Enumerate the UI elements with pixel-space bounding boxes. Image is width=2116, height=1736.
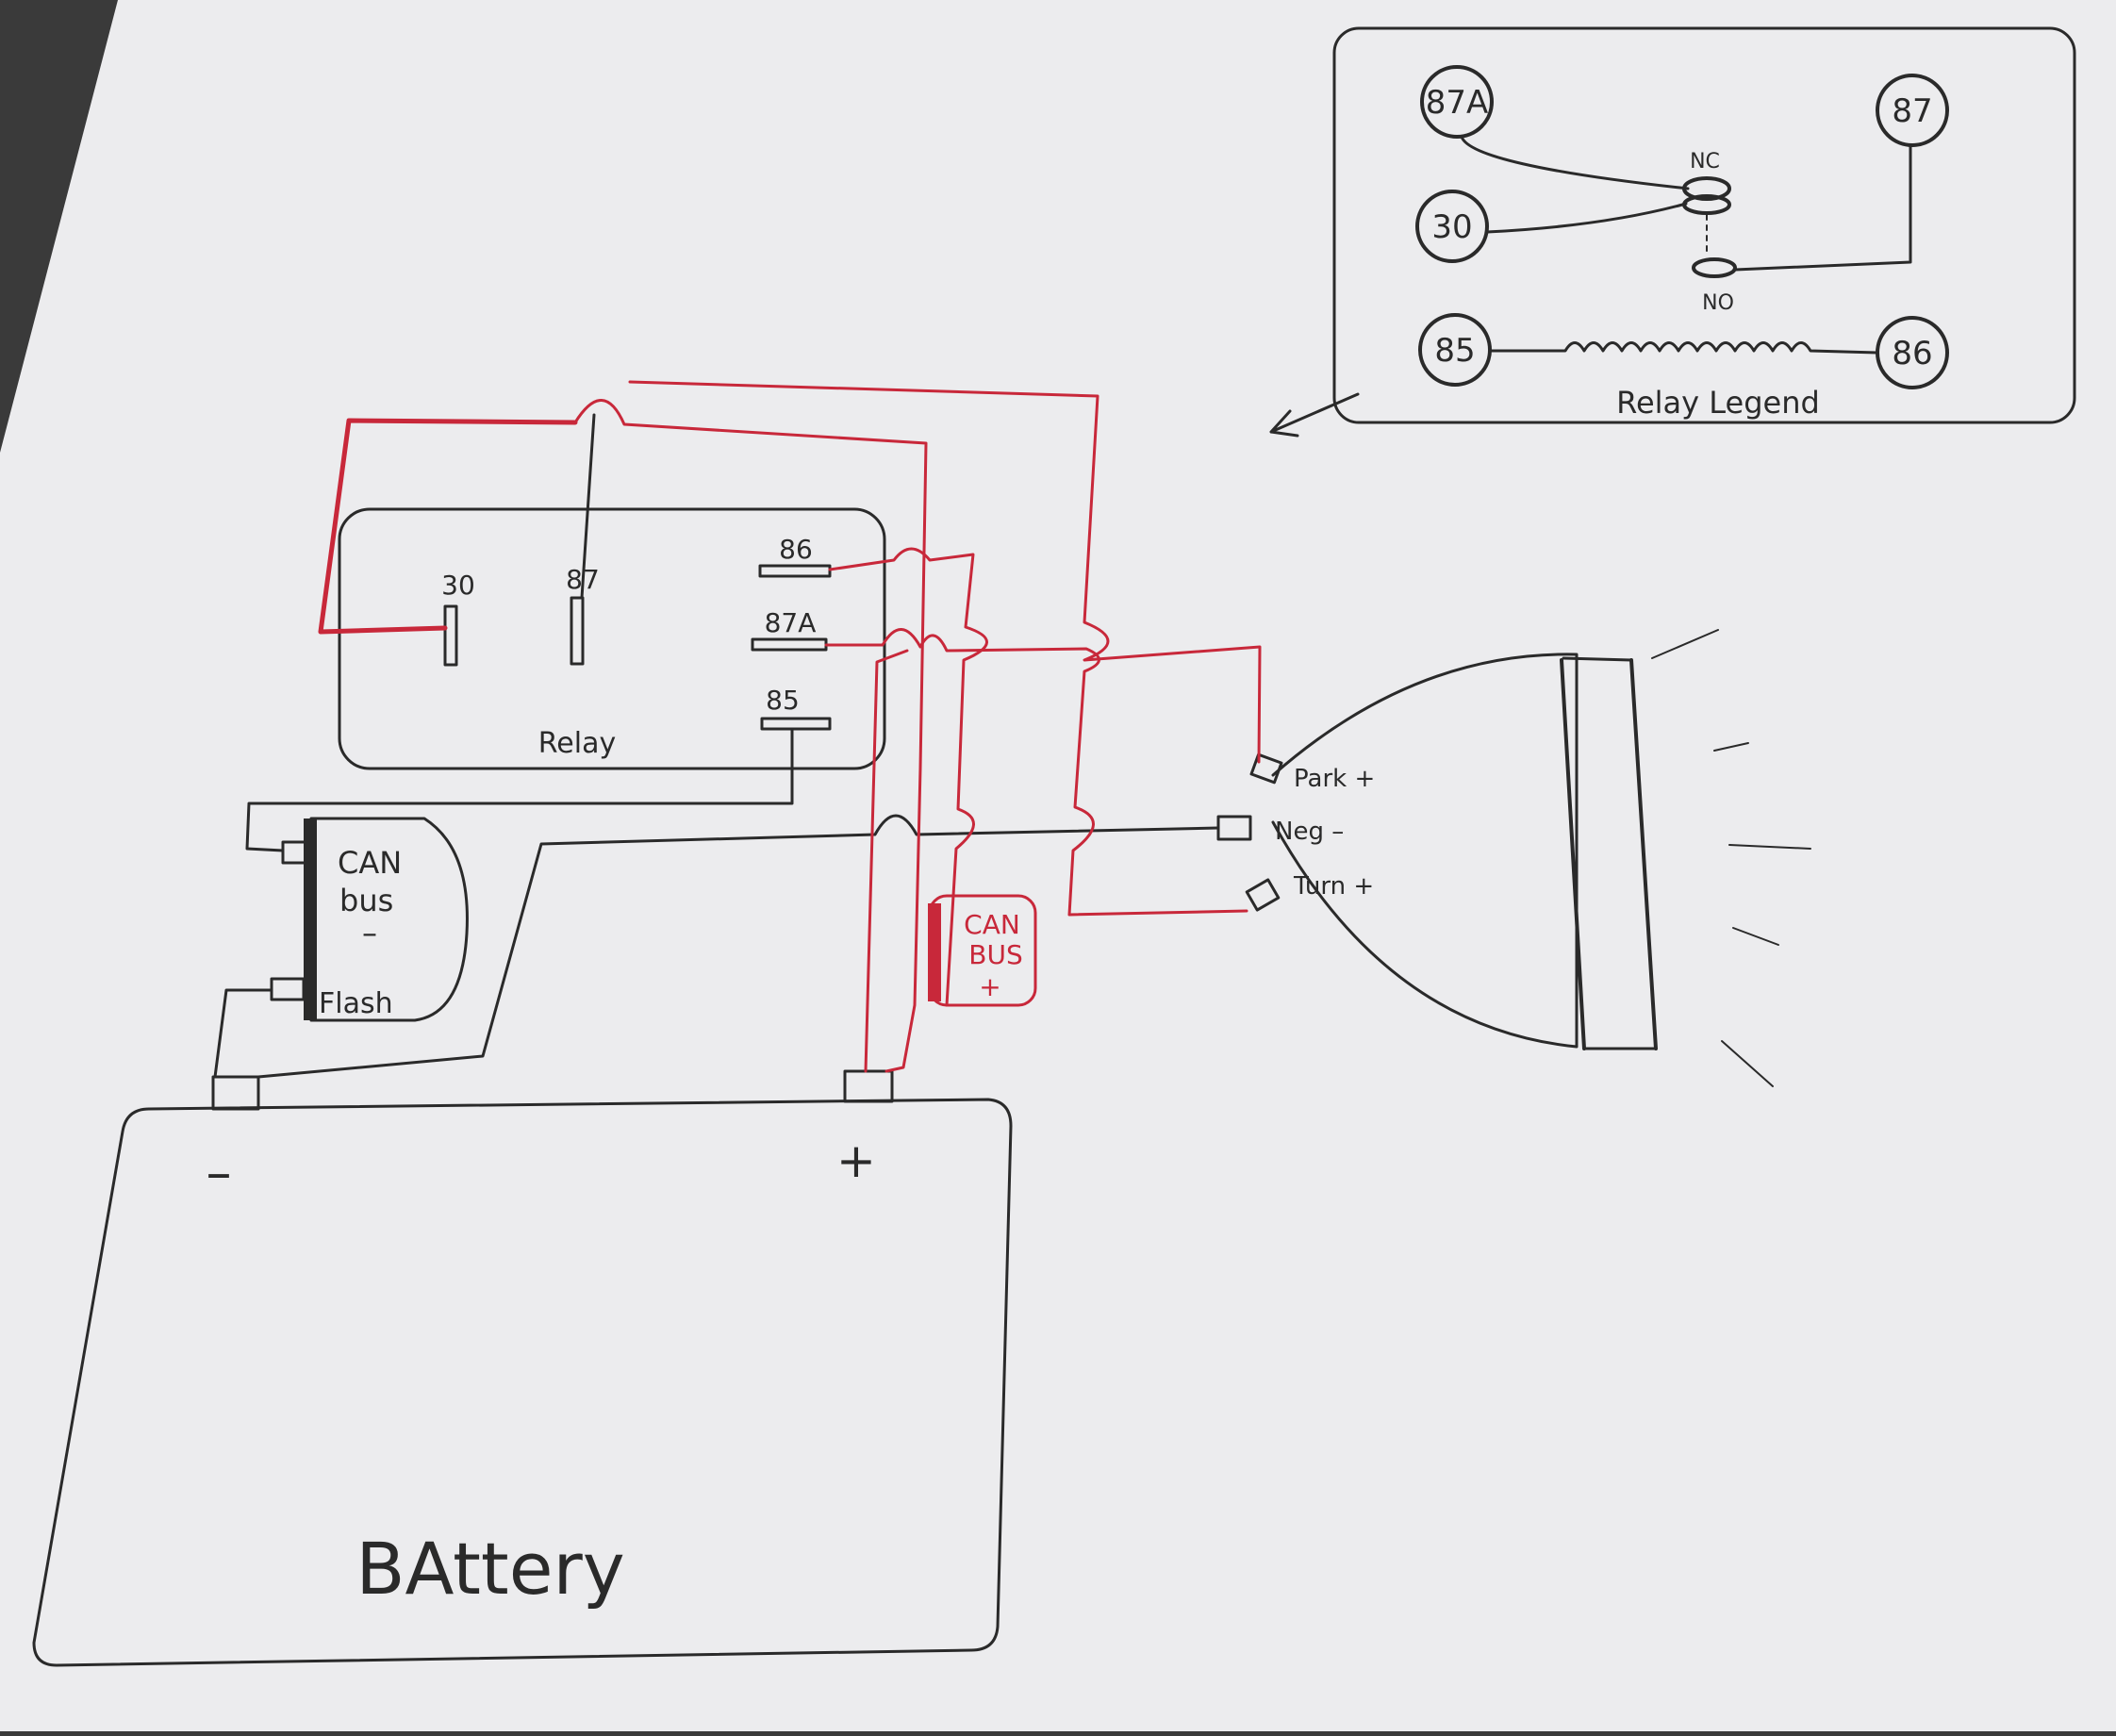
red-wires <box>318 380 1262 1073</box>
legend-arrow <box>1269 392 1360 438</box>
can-bus-positive-line2: BUS <box>968 939 1022 970</box>
legend-terminal-85: 85 <box>1434 332 1475 370</box>
relay-label: Relay <box>538 727 616 760</box>
legend-no-contact <box>1692 257 1737 278</box>
relay: Relay 30 87 86 87A 85 <box>338 507 886 770</box>
park-label: Park + <box>1294 765 1375 793</box>
wire-ground-headlight <box>256 814 1220 1079</box>
legend-wire-30-common <box>1485 202 1688 234</box>
legend-box <box>1332 26 2076 424</box>
can-bus-positive-line3: + <box>979 971 1000 1002</box>
relay-pin-87 <box>570 596 585 666</box>
battery-pos-label: + <box>836 1133 876 1188</box>
legend-nc-label: NC <box>1690 150 1720 174</box>
legend-terminal-30-circle <box>1415 190 1489 263</box>
can-bus-negative-line3: – <box>362 915 377 951</box>
turn-terminal <box>1245 878 1281 912</box>
relay-body <box>338 507 886 770</box>
can-bus-negative-body <box>309 817 469 1022</box>
headlight-rim-outer <box>1629 658 1658 1050</box>
battery: – + BAttery <box>32 1069 1013 1667</box>
battery-body <box>32 1098 1013 1667</box>
red-wire-30-loop <box>318 418 578 635</box>
relay-pin-85-label: 85 <box>766 685 800 716</box>
black-wires <box>213 413 1220 1079</box>
relay-pin-86 <box>758 564 832 578</box>
relay-pin-30 <box>443 604 458 667</box>
red-wire-battery-positive <box>864 649 909 1073</box>
legend-terminal-87a: 87A <box>1426 84 1489 122</box>
neg-label: Neg – <box>1275 818 1344 846</box>
relay-pin-30-label: 30 <box>441 570 475 601</box>
headlight-lens-top <box>1562 656 1633 662</box>
legend-coil <box>1488 341 1879 355</box>
light-ray-1 <box>1651 629 1719 659</box>
can-bus-positive-line1: CAN <box>964 909 1020 940</box>
relay-pin-86-label: 86 <box>779 534 813 565</box>
headlight-bowl <box>1271 653 1579 1049</box>
legend-no-label: NO <box>1702 291 1734 315</box>
light-ray-5 <box>1721 1040 1774 1087</box>
can-bus-negative-bar <box>304 818 317 1020</box>
can-bus-positive: CAN BUS + <box>928 894 1037 1007</box>
battery-neg-label: – <box>207 1143 232 1202</box>
battery-label: BAttery <box>355 1527 624 1611</box>
legend-terminal-87-circle <box>1876 74 1949 147</box>
can-bus-negative-terminal <box>281 840 307 865</box>
wire-flash-battery <box>213 988 273 1079</box>
relay-pin-87a-label: 87A <box>765 607 817 638</box>
red-wire-top-outer <box>628 380 1262 764</box>
legend-terminal-87: 87 <box>1892 92 1932 130</box>
light-ray-4 <box>1732 927 1779 946</box>
can-bus-negative: CAN bus – Flash <box>270 817 469 1022</box>
legend-wire-87a-nc <box>1460 135 1690 190</box>
red-wire-86 <box>828 547 988 1007</box>
legend-terminal-87a-circle <box>1420 65 1494 139</box>
can-bus-negative-line2: bus <box>339 883 393 918</box>
red-wire-top-hop <box>573 399 928 1073</box>
turn-label: Turn + <box>1293 872 1374 901</box>
battery-pos-post <box>843 1069 894 1103</box>
legend-terminal-30: 30 <box>1431 208 1472 246</box>
can-bus-negative-line1: CAN <box>338 845 402 881</box>
battery-neg-post <box>211 1075 260 1111</box>
legend-terminal-86: 86 <box>1892 335 1932 372</box>
red-wire-87a <box>824 628 1248 917</box>
light-ray-2 <box>1713 742 1749 752</box>
headlight-rim-inner <box>1560 658 1586 1050</box>
can-bus-positive-bar <box>928 903 941 1001</box>
relay-legend: 87A 87 30 85 86 NC NO Relay Legend <box>1269 26 2076 438</box>
headlight: Park + Neg – Turn + <box>1216 629 1811 1087</box>
park-terminal <box>1249 752 1283 785</box>
light-ray-3 <box>1728 844 1811 850</box>
wire-85-canbus <box>245 727 794 852</box>
legend-title: Relay Legend <box>1616 385 1820 421</box>
relay-pin-85 <box>760 717 832 731</box>
can-bus-flash-label: Flash <box>319 987 393 1020</box>
wire-87-up <box>580 413 596 600</box>
legend-wire-87-no <box>1733 143 1912 272</box>
